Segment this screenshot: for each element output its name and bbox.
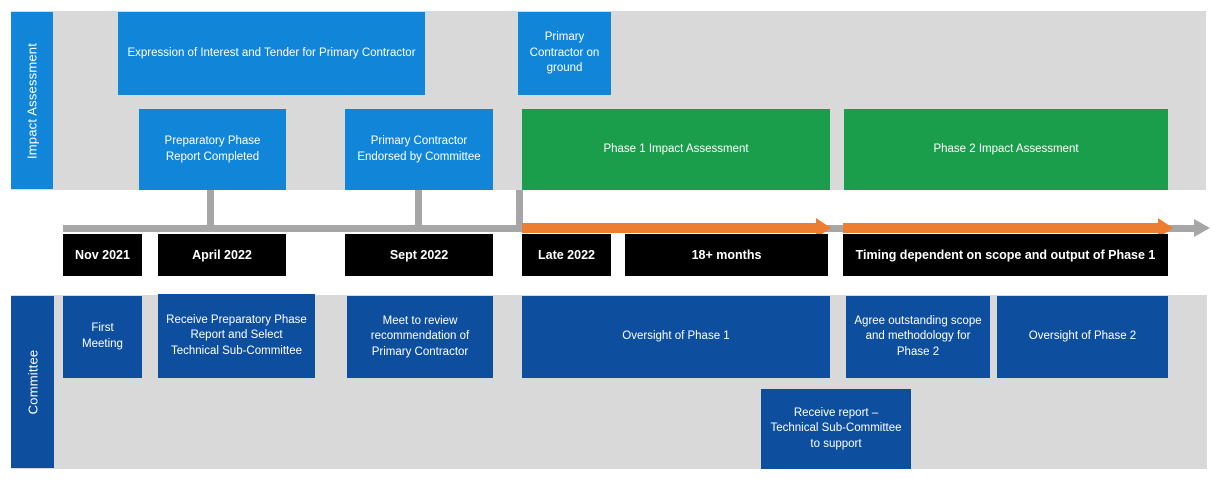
phase1-duration-arrow [522, 223, 816, 233]
phase2-duration-arrowhead-icon [1158, 218, 1173, 238]
box-primary-contractor-on-ground-text: Primary Contractor on ground [529, 31, 600, 75]
box-first-meeting-text: First Meeting [82, 322, 123, 350]
impact-lane-label-text: Impact Assessment [24, 42, 40, 159]
milestone-18-plus-months-text: 18+ months [691, 248, 762, 262]
box-expression-of-interest: Expression of Interest and Tender for Pr… [118, 12, 425, 95]
box-phase2-impact-assessment: Phase 2 Impact Assessment [844, 109, 1168, 190]
phase1-duration-arrowhead-icon [816, 218, 831, 238]
milestone-timing-dependent-text: Timing dependent on scope and output of … [855, 248, 1156, 262]
box-receive-preparatory-report: Receive Preparatory Phase Report and Sel… [158, 294, 315, 378]
milestone-april-2022-text: April 2022 [192, 248, 252, 262]
box-meet-to-review-text: Meet to review recommendation of Primary… [370, 314, 470, 358]
milestone-april-2022: April 2022 [158, 234, 286, 276]
box-oversight-phase2-text: Oversight of Phase 2 [1028, 330, 1137, 343]
box-preparatory-phase-report: Preparatory Phase Report Completed [139, 109, 286, 190]
box-first-meeting: First Meeting [63, 296, 142, 378]
impact-lane-label: Impact Assessment [11, 12, 53, 189]
phase2-duration-arrow [843, 223, 1158, 233]
box-receive-preparatory-report-text: Receive Preparatory Phase Report and Sel… [166, 313, 307, 357]
box-phase1-impact-assessment: Phase 1 Impact Assessment [522, 109, 830, 190]
box-phase2-impact-assessment-text: Phase 2 Impact Assessment [933, 142, 1079, 155]
box-primary-contractor-on-ground: Primary Contractor on ground [518, 12, 611, 95]
box-preparatory-phase-report-text: Preparatory Phase Report Completed [164, 134, 261, 163]
box-oversight-phase1-text: Oversight of Phase 1 [622, 330, 730, 343]
connector-on-ground [516, 190, 523, 227]
box-oversight-phase2: Oversight of Phase 2 [997, 296, 1168, 378]
milestone-timing-dependent: Timing dependent on scope and output of … [843, 234, 1168, 276]
box-receive-report-technical: Receive report – Technical Sub-Committee… [761, 389, 911, 469]
box-expression-of-interest-text: Expression of Interest and Tender for Pr… [127, 46, 416, 59]
box-receive-report-technical-text: Receive report – Technical Sub-Committee… [770, 406, 902, 450]
committee-lane-label: Committee [11, 296, 54, 468]
milestone-sept-2022-text: Sept 2022 [389, 248, 449, 262]
box-oversight-phase1: Oversight of Phase 1 [522, 296, 830, 378]
milestone-nov-2021: Nov 2021 [63, 234, 142, 276]
connector-endorsed [415, 190, 422, 227]
box-phase1-impact-assessment-text: Phase 1 Impact Assessment [603, 142, 749, 155]
milestone-nov-2021-text: Nov 2021 [75, 248, 130, 262]
box-agree-outstanding-scope-text: Agree outstanding scope and methodology … [854, 314, 982, 358]
box-agree-outstanding-scope: Agree outstanding scope and methodology … [846, 296, 990, 378]
milestone-late-2022-text: Late 2022 [538, 248, 595, 262]
box-meet-to-review: Meet to review recommendation of Primary… [347, 296, 493, 378]
milestone-sept-2022: Sept 2022 [345, 234, 493, 276]
committee-lane-label-text: Committee [25, 349, 40, 415]
milestone-18-plus-months: 18+ months [625, 234, 828, 276]
box-primary-contractor-endorsed-text: Primary Contractor Endorsed by Committee [357, 134, 481, 163]
milestone-late-2022: Late 2022 [522, 234, 611, 276]
connector-preparatory [207, 190, 214, 227]
timeline-axis-arrowhead-icon [1194, 219, 1210, 237]
box-primary-contractor-endorsed: Primary Contractor Endorsed by Committee [345, 109, 493, 190]
